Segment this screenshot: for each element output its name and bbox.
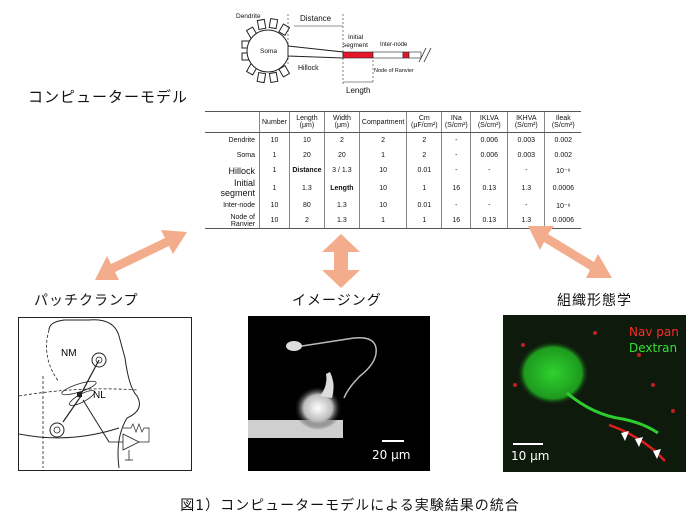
soma-label: Soma [260,48,277,55]
initial-segment-bar [342,51,374,59]
header-ileak: Ileak (S/cm²) [544,111,582,133]
header-cm: Cm (μF/cm²) [406,111,442,133]
model-title: コンピューターモデル [28,88,189,106]
header-compartment: Compartment [358,111,407,133]
histology-scale-bar [513,443,543,445]
hillock-label: Hillock [298,65,319,72]
node-of-ranvier-bar [402,51,410,59]
length-label: Length [346,86,370,95]
header-length: Length (μm) [288,111,325,133]
hillock-shape [287,45,344,59]
nl-label: NL [93,390,106,401]
imaging-photo: 20 μm [248,316,430,471]
initial-label-1: Initial [348,34,364,41]
histology-image [513,331,675,462]
arrowhead-icon [635,437,643,447]
right-double-arrow [528,226,612,278]
table-header-row: Number Length (μm) Width (μm) Compartmen… [205,111,582,133]
imaging-scale-bar [382,440,404,442]
center-double-arrow [322,234,360,288]
row-label: Soma [236,152,255,159]
axon-continuation [408,51,422,59]
node-of-ranvier-label: Node of Ranvier [374,68,414,74]
arrowhead-icon [621,431,629,441]
histology-photo: Nav pan Dextran 10 μm [503,315,686,472]
labeled-soma [517,341,589,405]
row-label: Hillock [228,165,255,176]
figure-caption: 図1）コンピューターモデルによる実験結果の統合 [180,498,520,514]
patch-clamp-diagram: NM NL [18,319,150,469]
patch-clamp-label: パッチクランプ [34,293,139,309]
neuron-schematic: Dendrite Soma Distance Initial segment I… [236,13,432,95]
row-label: Inter-node [223,202,255,209]
imaging-label: イメージング [292,293,382,309]
imaging-scale-label: 20 μm [372,448,411,462]
labeled-axon [566,391,659,435]
header-iklva: IKLVA (S/cm²) [470,111,508,133]
patch-clamp-panel: NM NL [18,317,192,471]
soma-fluorescence [294,386,342,430]
fluorescent-neuron-image [248,336,377,438]
left-double-arrow [95,230,187,280]
inter-node-bar [372,51,404,59]
dendrite-stubs [241,17,291,84]
header-number: Number [259,111,290,133]
arrowhead-icon [653,449,661,459]
parameter-table: Number Length (μm) Width (μm) Compartmen… [205,111,582,229]
row-label: Node of Ranvier [205,213,260,229]
dendrite-label: Dendrite [236,13,261,20]
inter-node-label: Inter-node [380,42,408,48]
histology-label: 組織形態学 [557,293,632,309]
header-ikhva: IKHVA (S/cm²) [507,111,545,133]
distance-label: Distance [300,14,332,23]
nm-label: NM [61,348,77,359]
row-label: Dendrite [228,137,255,144]
histology-scale-label: 10 μm [511,449,550,463]
header-width: Width (μm) [323,111,360,133]
header-ina: INa (S/cm²) [441,111,471,133]
dextran-legend: Dextran [629,341,678,355]
nav-pan-legend: Nav pan [629,325,679,339]
row-label: Initial segment [220,178,255,198]
initial-label-2: segment [343,42,368,49]
